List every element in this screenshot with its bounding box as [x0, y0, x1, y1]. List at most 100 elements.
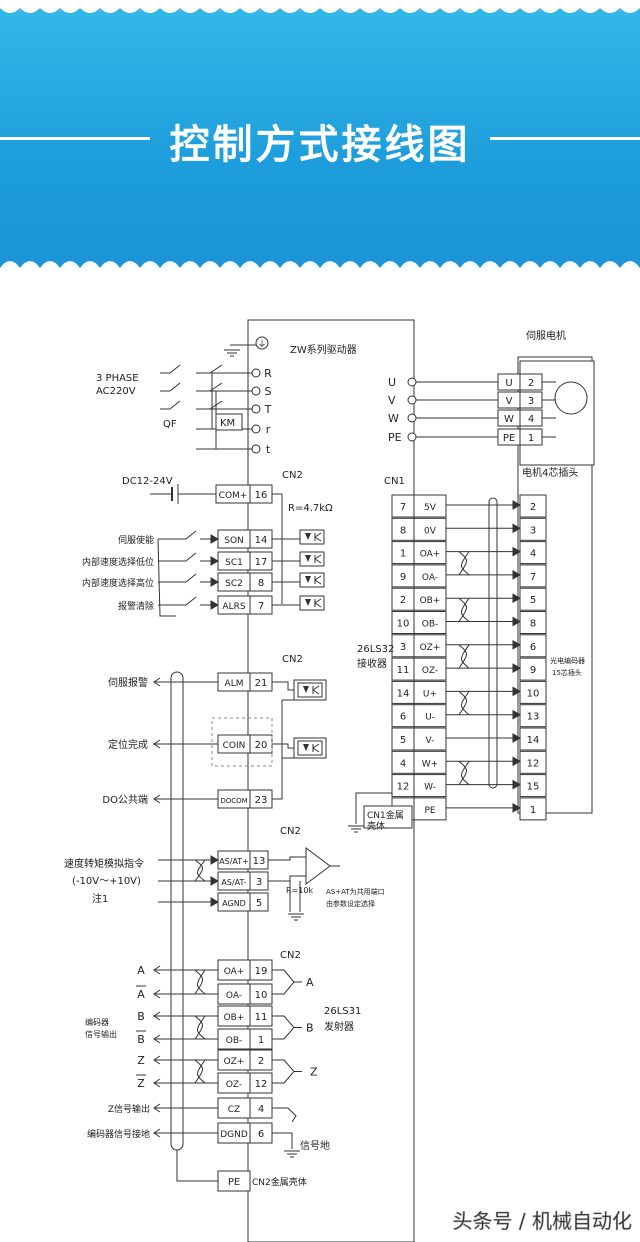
title-banner: 控制方式接线图	[0, 0, 640, 300]
cn1-pin-2: 1	[400, 549, 406, 560]
cn1-pin-9: 6	[400, 712, 406, 723]
cn1-pin-4: 2	[400, 595, 406, 606]
encoder-letter-0: A	[137, 964, 145, 977]
cn2-output-header: CN2	[282, 654, 303, 665]
encoder-letter-3: B	[137, 1033, 145, 1046]
analog-arrow-icon-1	[210, 876, 220, 886]
twist-a	[458, 597, 467, 622]
analog-opamp-in-1	[268, 856, 306, 861]
watermark: 头条号 / 机械自动化	[453, 1209, 632, 1233]
cn1-shell-sub-label: 壳体	[367, 820, 385, 832]
cn1-pin-12: 12	[397, 782, 410, 793]
analog-name-0: AS/AT+	[219, 857, 249, 866]
power-terminal-label-t: t	[266, 443, 271, 456]
opto-collector	[314, 575, 322, 581]
encoder-pin-2: 11	[255, 1012, 268, 1023]
opto-collector	[314, 532, 322, 538]
twist-a	[458, 551, 467, 576]
cn1-name-box-12	[413, 774, 447, 798]
dgnd-ground-wire	[272, 1132, 293, 1149]
encoder-output-header: CN2	[280, 950, 301, 961]
earth-terminal	[255, 336, 269, 350]
cn1-arrow-icon-10	[512, 733, 522, 743]
encoder-plug-label: 光电编码器	[550, 656, 585, 665]
twist-b	[197, 859, 206, 882]
encoder-name-1: OA-	[226, 991, 242, 1001]
cn1-twist-icon-1	[458, 597, 470, 622]
wave-top-path	[0, 0, 640, 13]
cn1-right-pin-3: 7	[530, 572, 536, 583]
receiver-label: 26LS32	[357, 644, 394, 655]
opto-body	[299, 551, 325, 567]
dgnd-name: DGND	[220, 1130, 248, 1140]
analog-name-2: AGND	[222, 899, 246, 908]
power-terminal-label-R: R	[264, 367, 272, 380]
banner-wave-top	[0, 0, 640, 13]
qf-switch-2	[169, 400, 181, 410]
cn1-right-pin-box-6	[519, 634, 547, 658]
output-label-0: 伺服报警	[108, 676, 148, 689]
opto-body	[299, 595, 325, 611]
opto-emitter	[314, 536, 322, 542]
coin-dashed-frame	[211, 717, 273, 767]
cn1-arrow-icon-5	[512, 616, 522, 627]
opto-diode	[305, 555, 311, 562]
twist-b	[461, 691, 470, 716]
power-terminal-t	[251, 444, 261, 454]
coin-optocoupler-icon	[297, 740, 323, 756]
banner-band	[0, 0, 640, 272]
input-label-3: 报警清除	[118, 600, 154, 612]
qf-label: QF	[163, 419, 177, 430]
motor-left-label-1: V	[388, 394, 396, 407]
cn1-right-pin-1: 3	[530, 525, 536, 536]
voltage-label: AC220V	[96, 386, 136, 397]
cn2-input-header: CN2	[282, 470, 303, 481]
input-name-0: SON	[224, 536, 244, 546]
motor-left-terminal-3	[407, 432, 417, 442]
encoder-driver-letter-1: B	[306, 1022, 314, 1035]
cn1-arrow-icon-1	[512, 523, 522, 534]
com-pin: 16	[255, 490, 268, 501]
cn1-right-pin-box-2	[519, 541, 547, 565]
opto-collector	[314, 598, 322, 604]
km-switch-0	[209, 364, 223, 374]
power-terminal-label-T: T	[264, 403, 272, 416]
cn1-name-1: 0V	[424, 526, 437, 536]
input-arrow-icon-1	[210, 556, 220, 566]
encoder-driver-letter-2: Z	[310, 1066, 318, 1079]
encoder-name-4: OZ+	[224, 1057, 245, 1067]
pe-name: PE	[228, 1177, 240, 1188]
cn1-pin-6: 3	[400, 642, 406, 653]
twist-b	[461, 644, 470, 669]
output-name-0: ALM	[225, 679, 244, 689]
motor-circle-icon	[554, 381, 588, 415]
cn1-right-pin-box-7	[519, 657, 547, 681]
twist-a	[194, 1059, 203, 1084]
cn1-pin-0: 7	[400, 502, 406, 513]
cz-name: CZ	[228, 1105, 240, 1115]
opto-collector	[312, 685, 320, 691]
emitter-label: 26LS31	[324, 1006, 361, 1017]
output-label-2: DO公共端	[102, 793, 148, 806]
cn1-name-box-13	[413, 797, 447, 821]
motor-conn-pin-0: 2	[528, 378, 534, 389]
input-label-2: 内部速度选择高位	[82, 577, 154, 589]
cn1-name-7: OZ-	[422, 666, 438, 676]
input-arrow-icon-3	[210, 600, 220, 610]
analog-pin-2: 5	[256, 898, 262, 909]
analog-name-1: AS/AT-	[221, 878, 246, 887]
input-optocoupler-icon-0	[299, 529, 325, 545]
input-name-1: SC1	[225, 558, 243, 568]
cn1-right-pin-box-0	[519, 494, 547, 518]
cn1-right-pin-box-13	[519, 797, 547, 821]
opto-diode	[305, 576, 311, 583]
wave-bottom-path	[0, 261, 640, 290]
input-pin-0: 14	[255, 535, 268, 546]
opto-emitter	[312, 747, 320, 753]
cn1-name-8: U+	[423, 689, 437, 699]
input-switch-1	[185, 552, 197, 562]
cn1-right-pin-box-8	[519, 680, 547, 704]
cn1-pin-1: 8	[400, 525, 406, 536]
input-arrow-icon-0	[210, 534, 220, 544]
cn1-arrow-icon-4	[512, 593, 522, 604]
